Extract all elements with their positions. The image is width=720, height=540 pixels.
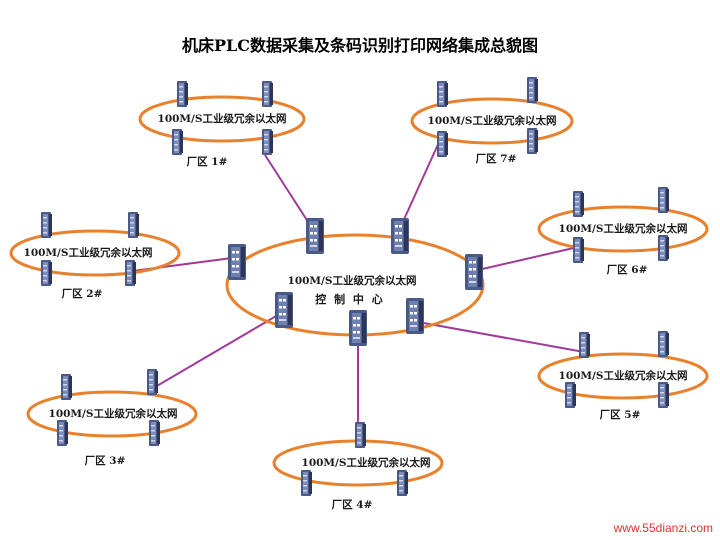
switch-icon	[658, 331, 669, 357]
watermark-text: www.55dianzi.com	[613, 521, 713, 535]
zone-1-ring: 100M/S工业级冗余以太网 厂区 1#	[138, 81, 306, 168]
switch-icon	[262, 81, 273, 107]
switch-icon	[573, 237, 584, 263]
link-zone-2	[124, 257, 233, 273]
zone-4-ring: 100M/S工业级冗余以太网 厂区 4#	[272, 422, 444, 511]
switch-icon	[61, 374, 72, 400]
link-zone-3	[149, 311, 284, 391]
switch-icon	[306, 218, 324, 254]
switch-icon	[573, 191, 584, 217]
switch-icon	[391, 218, 409, 254]
switch-icon	[301, 470, 312, 496]
central-ring: 100M/S工业级冗余以太网 控 制 中 心	[225, 218, 485, 346]
zone-1-label: 厂区 1#	[187, 156, 228, 168]
switch-icon	[355, 422, 366, 448]
switch-icon	[658, 382, 669, 408]
zone-3-ring: 100M/S工业级冗余以太网 厂区 3#	[26, 369, 198, 467]
link-zone-6	[477, 246, 579, 271]
zone-5-ring: 100M/S工业级冗余以太网 厂区 5#	[537, 331, 709, 421]
switch-icon	[57, 420, 68, 446]
switch-icon	[437, 131, 448, 157]
central-network-label: 100M/S工业级冗余以太网	[288, 274, 417, 287]
zone-2-network-label: 100M/S工业级冗余以太网	[24, 246, 153, 259]
switch-icon	[406, 298, 424, 334]
switch-icon	[658, 235, 669, 261]
switch-icon	[565, 382, 576, 408]
switch-icon	[41, 212, 52, 238]
switch-icon	[527, 128, 538, 154]
switch-icon	[579, 332, 590, 358]
switch-icon	[437, 81, 448, 107]
zone-6-network-label: 100M/S工业级冗余以太网	[559, 222, 688, 235]
diagram-title: 机床PLC数据采集及条码识别打印网络集成总貌图	[182, 36, 538, 55]
control-center-label: 控 制 中 心	[315, 292, 385, 306]
switch-icon	[228, 244, 246, 280]
link-zone-5	[417, 321, 585, 353]
zone-7-ring: 100M/S工业级冗余以太网 厂区 7#	[410, 77, 574, 165]
switch-icon	[172, 129, 183, 155]
switch-icon	[275, 292, 293, 328]
switch-icon	[125, 260, 136, 286]
zone-2-ring: 100M/S工业级冗余以太网 厂区 2#	[9, 212, 181, 300]
switch-icon	[147, 369, 158, 395]
zone-4-network-label: 100M/S工业级冗余以太网	[302, 456, 431, 469]
zone-5-label: 厂区 5#	[600, 409, 641, 421]
switch-icon	[149, 420, 160, 446]
zone-6-label: 厂区 6#	[607, 264, 648, 276]
switch-icon	[177, 81, 188, 107]
zone-4-label: 厂区 4#	[332, 499, 373, 511]
zone-2-label: 厂区 2#	[62, 288, 103, 300]
zone-3-label: 厂区 3#	[85, 455, 126, 467]
switch-icon	[41, 260, 52, 286]
zone-7-network-label: 100M/S工业级冗余以太网	[428, 114, 557, 127]
link-zone-1	[264, 154, 313, 229]
switch-icon	[527, 77, 538, 103]
switch-icon	[349, 310, 367, 346]
switch-icon	[658, 187, 669, 213]
switch-icon	[262, 129, 273, 155]
link-zone-7	[400, 139, 441, 227]
switch-icon	[465, 254, 483, 290]
zone-3-network-label: 100M/S工业级冗余以太网	[49, 407, 178, 420]
zone-5-network-label: 100M/S工业级冗余以太网	[559, 369, 688, 382]
zone-7-label: 厂区 7#	[476, 153, 517, 165]
switch-icon	[128, 212, 139, 238]
zone-1-network-label: 100M/S工业级冗余以太网	[158, 112, 287, 125]
zone-6-ring: 100M/S工业级冗余以太网 厂区 6#	[537, 187, 709, 276]
switch-icon	[397, 470, 408, 496]
